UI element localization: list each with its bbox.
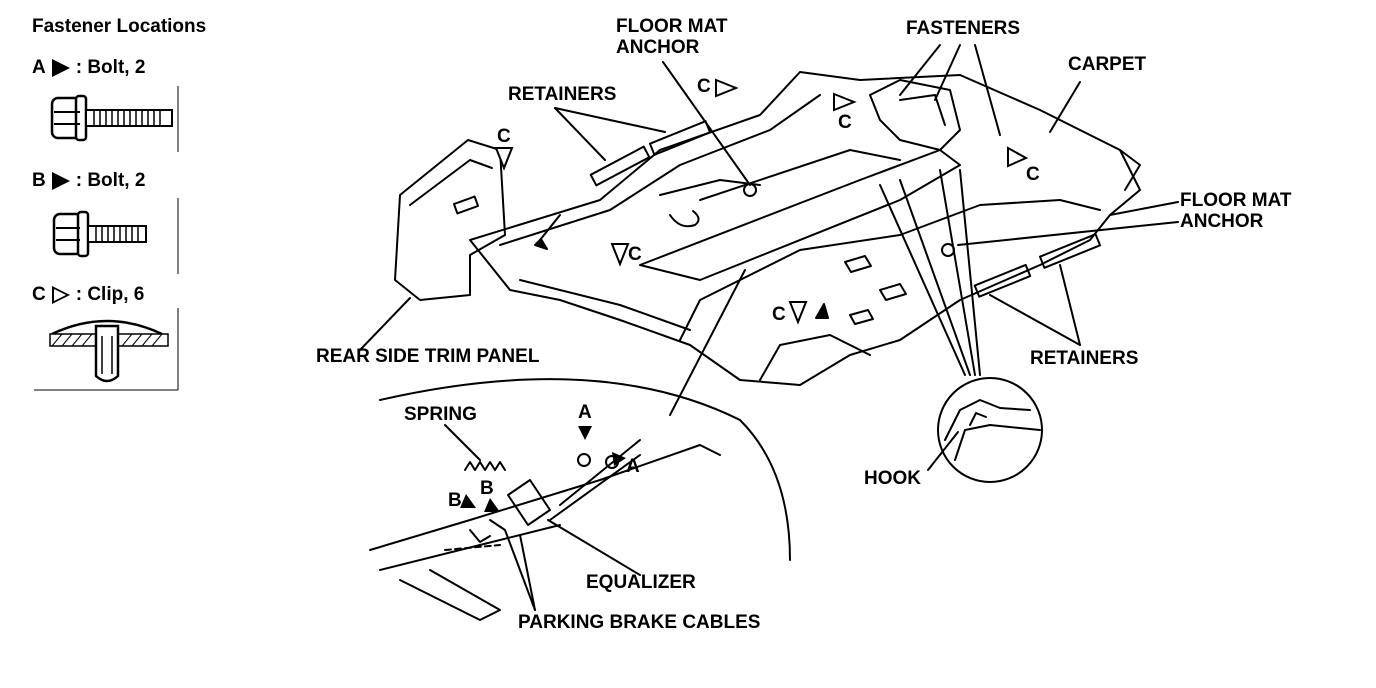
retainer-left-1 [589, 145, 651, 187]
legend-letter-b: B [32, 170, 46, 191]
callout-floor-mat-anchor-top: FLOOR MAT ANCHOR [616, 16, 728, 58]
marker-c-1: C [697, 76, 711, 97]
legend-letter-c: C [32, 284, 46, 305]
retainer-right-2 [973, 263, 1032, 298]
legend-row-b: B : Bolt, 2 [32, 170, 145, 192]
legend-text-a: : Bolt, 2 [75, 57, 146, 78]
marker-c-3: C [1026, 164, 1040, 185]
callout-parking-brake-cables: PARKING BRAKE CABLES [518, 612, 761, 633]
bolt-b-illustration [52, 198, 179, 274]
carpet-floor-outline [469, 71, 1141, 386]
callout-spring: SPRING [404, 404, 477, 425]
hook-detail-circle [937, 377, 1043, 483]
marker-c-6: C [772, 304, 786, 325]
marker-a-1: A [578, 402, 592, 423]
rear-side-trim-panel [394, 139, 506, 301]
equalizer [507, 479, 551, 526]
center-tunnel [639, 149, 961, 281]
legend-title: Fastener Locations [32, 16, 207, 37]
legend-text-b: : Bolt, 2 [75, 170, 146, 191]
marker-c-4: C [497, 126, 511, 147]
callout-rear-side-trim-panel: REAR SIDE TRIM PANEL [316, 346, 540, 367]
legend-row-c: C : Clip, 6 [32, 284, 144, 306]
clip-c-illustration [34, 308, 179, 391]
marker-c-2: C [838, 112, 852, 133]
marker-b-1: B [448, 490, 462, 511]
marker-c-5: C [628, 244, 642, 265]
legend-letter-a: A [32, 57, 46, 78]
callout-floor-mat-anchor-top-text: FLOOR MAT ANCHOR [616, 16, 728, 58]
marker-b-2: B [480, 478, 494, 499]
callout-carpet: CARPET [1068, 54, 1147, 75]
callout-retainers-right: RETAINERS [1030, 348, 1139, 369]
callout-hook: HOOK [864, 468, 921, 489]
callout-fasteners: FASTENERS [906, 18, 1021, 39]
filled-triangle-icon [51, 59, 70, 77]
legend-row-a: A : Bolt, 2 [32, 57, 145, 79]
retainer-right-1 [1038, 233, 1102, 269]
open-triangle-icon [51, 286, 70, 304]
callout-retainers-left: RETAINERS [508, 84, 617, 105]
callout-equalizer: EQUALIZER [586, 572, 696, 593]
spring [464, 461, 506, 471]
legend-text-c: : Clip, 6 [75, 284, 145, 305]
filled-triangle-icon [51, 172, 70, 190]
marker-a-2: A [626, 456, 640, 477]
bolt-a-illustration [50, 86, 179, 152]
parking-brake-detail-arc [379, 378, 791, 561]
callout-floor-mat-anchor-right: FLOOR MAT ANCHOR [1180, 190, 1292, 232]
